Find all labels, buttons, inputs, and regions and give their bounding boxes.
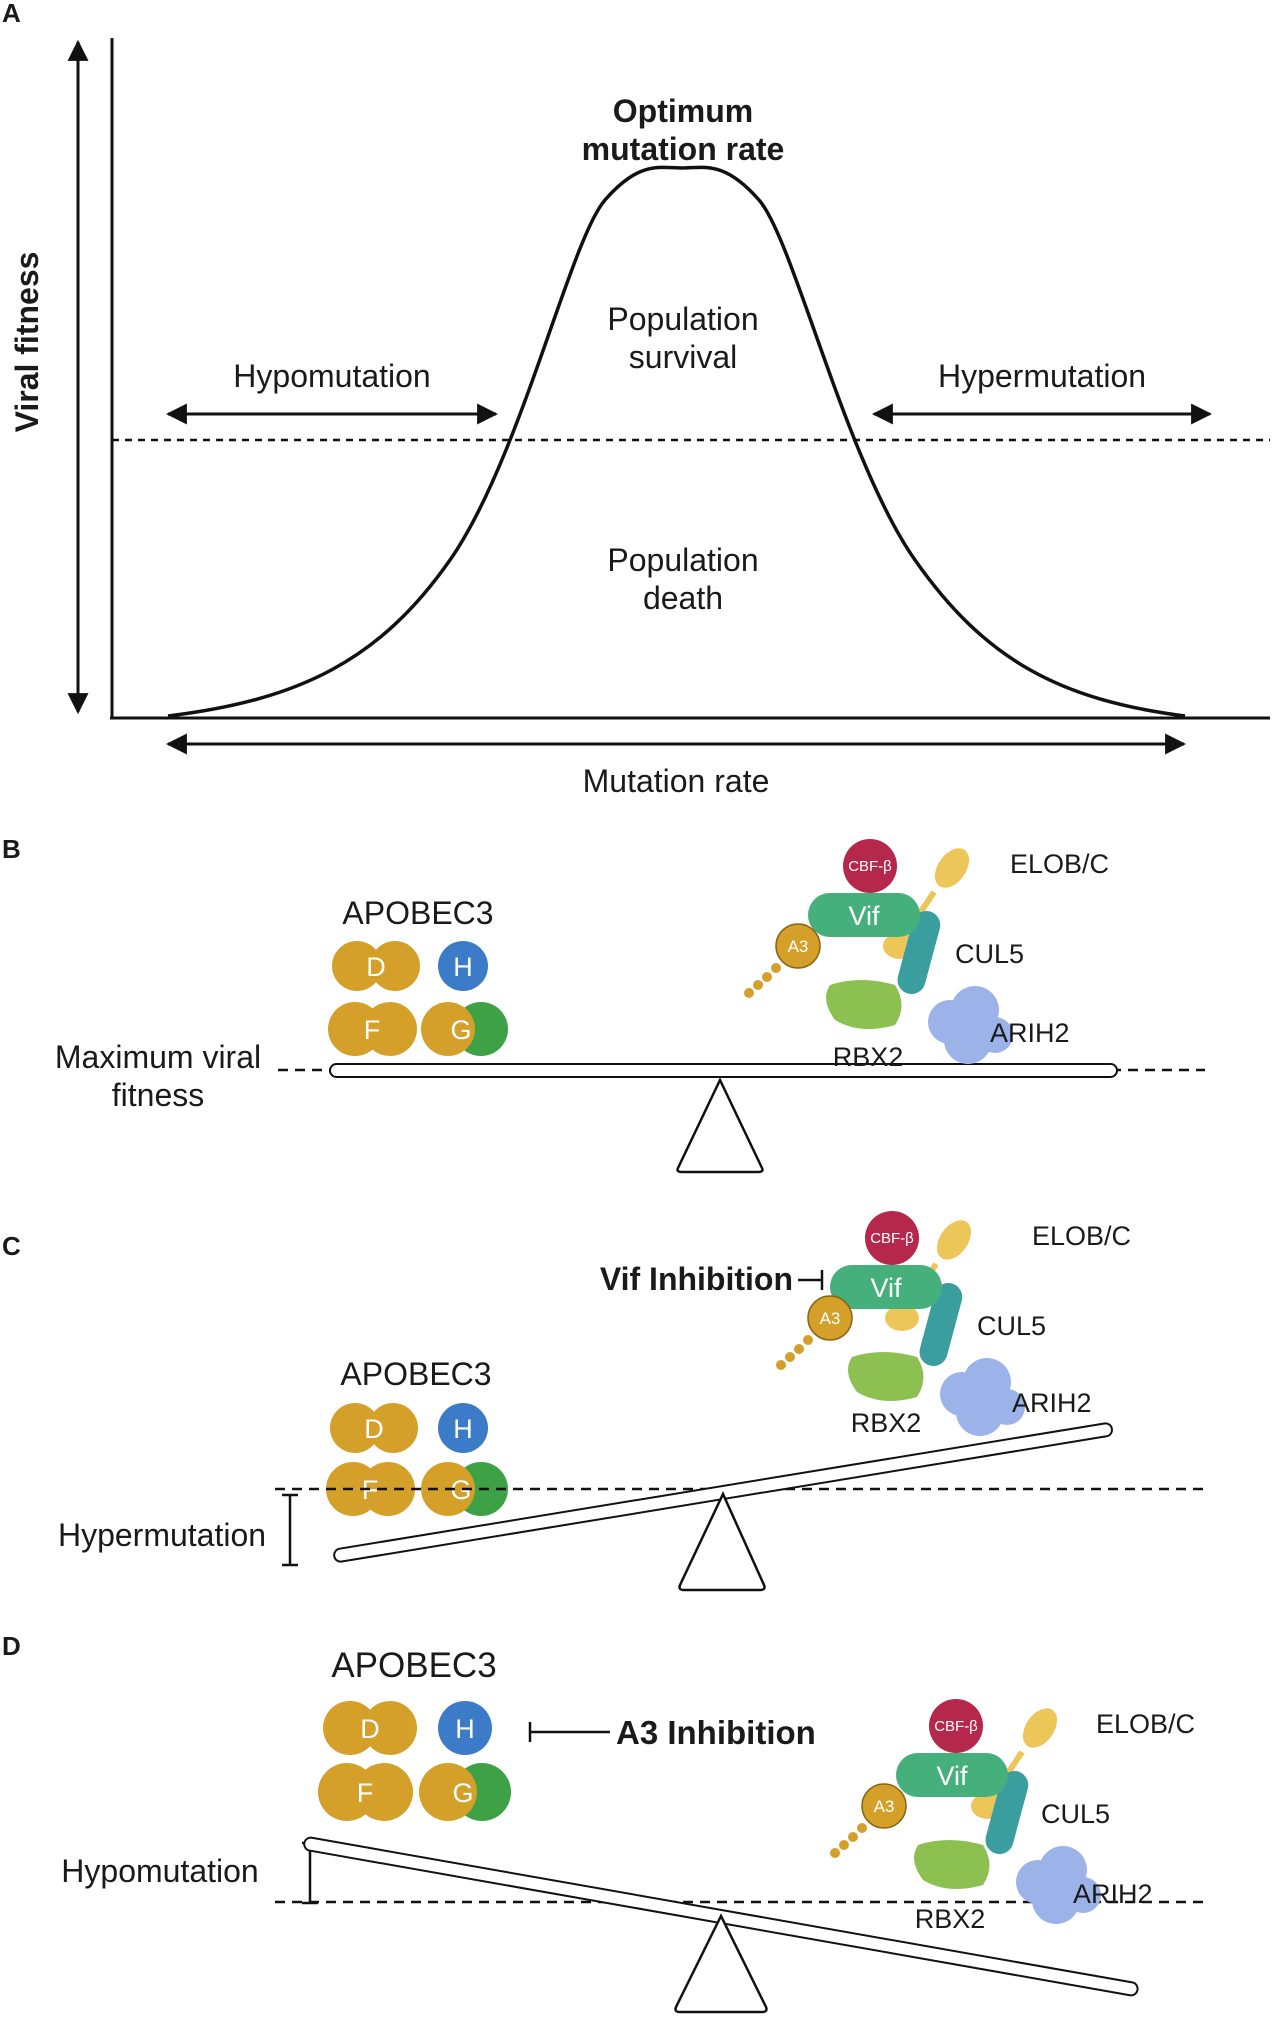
svg-text:G: G (450, 1475, 471, 1505)
svg-text:CBF-β: CBF-β (870, 1230, 914, 1247)
cbfb-protein: CBF-β (843, 839, 897, 893)
rbx2-label: RBX2 (915, 1904, 986, 1934)
vif-protein: Vif (896, 1753, 1008, 1797)
arih2-label: ARIH2 (1012, 1388, 1092, 1418)
a3-f-circle: F (326, 1462, 415, 1516)
cul5-protein (897, 910, 941, 995)
max-fitness-label-line2: fitness (112, 1077, 204, 1113)
apobec3-title: APOBEC3 (342, 895, 493, 931)
a3-h-circle: H (438, 1701, 492, 1755)
svg-text:A3: A3 (874, 1797, 895, 1816)
svg-text:Vif: Vif (870, 1273, 902, 1303)
svg-text:A3: A3 (788, 937, 809, 956)
svg-text:A3: A3 (820, 1309, 841, 1328)
svg-text:D: D (366, 952, 386, 982)
panel-b-letter: B (2, 834, 21, 864)
svg-text:Vif: Vif (848, 901, 880, 931)
panel-d: D APOBEC3 D H F G A3 Inhibition Hypomuta… (2, 1631, 1205, 2014)
arih2-label: ARIH2 (990, 1018, 1070, 1048)
svg-text:H: H (453, 952, 473, 982)
death-label-line1: Population (607, 542, 758, 578)
svg-text:D: D (360, 1714, 380, 1744)
elobc-label: ELOB/C (1096, 1709, 1195, 1739)
rbx2-protein (848, 1352, 924, 1401)
a3-inhibition-label: A3 Inhibition (616, 1714, 816, 1751)
svg-text:G: G (450, 1015, 471, 1045)
death-label-line2: death (643, 580, 723, 616)
panel-d-letter: D (2, 1631, 21, 1661)
panel-a: A Viral fitness Optimum mutation rate Po… (2, 0, 1270, 799)
elobc-label: ELOB/C (1010, 849, 1109, 879)
rbx2-protein (914, 1840, 990, 1889)
svg-text:H: H (453, 1414, 473, 1444)
survival-label-line2: survival (629, 339, 737, 375)
vif-complex: ELOB/C CUL5 ARIH2 RBX2 Vif CBF-β A3 (830, 1699, 1195, 1934)
balance-fulcrum (676, 1077, 764, 1174)
a3-substrate: A3 (830, 1783, 907, 1858)
panel-a-letter: A (2, 0, 21, 28)
rbx2-label: RBX2 (833, 1042, 904, 1072)
a3-f-circle: F (328, 1002, 417, 1056)
vif-protein: Vif (830, 1265, 942, 1309)
rbx2-protein (826, 980, 902, 1029)
a3-g-circle: G (419, 1763, 511, 1821)
balance-fulcrum (674, 1913, 768, 2014)
vif-inhibition-label: Vif Inhibition (600, 1261, 793, 1297)
x-axis-label: Mutation rate (583, 763, 770, 799)
a3-h-circle: H (438, 941, 488, 991)
apobec3-title: APOBEC3 (331, 1646, 496, 1685)
apobec3-title: APOBEC3 (340, 1356, 491, 1392)
balance-fulcrum (678, 1491, 766, 1592)
vif-protein: Vif (808, 893, 920, 937)
panel-b: B APOBEC3 D H F G Maximum viral fitness … (2, 834, 1205, 1174)
panel-c: C APOBEC3 D H F G Hypermutation Vif Inhi… (2, 1211, 1205, 1592)
arih2-protein (1016, 1846, 1101, 1924)
a3-h-circle: H (438, 1403, 488, 1453)
elobc-label: ELOB/C (1032, 1221, 1131, 1251)
cul5-label: CUL5 (955, 939, 1024, 969)
svg-text:D: D (364, 1414, 384, 1444)
svg-text:CBF-β: CBF-β (848, 858, 892, 875)
survival-label-line1: Population (607, 301, 758, 337)
svg-text:CBF-β: CBF-β (934, 1718, 978, 1735)
cul5-protein (919, 1282, 963, 1367)
svg-text:F: F (364, 1015, 381, 1045)
peak-label-line1: Optimum (613, 93, 753, 129)
a3-g-circle: G (421, 1002, 508, 1056)
a3-f-circle: F (318, 1763, 413, 1821)
cul5-label: CUL5 (1041, 1799, 1110, 1829)
hypermutation-label: Hypermutation (938, 358, 1146, 394)
vif-complex: ELOB/C CUL5 ARIH2 RBX2 Vif CBF-β A3 (776, 1211, 1131, 1438)
a3-d-circle: D (330, 1403, 418, 1453)
a3-d-circle: D (332, 941, 420, 991)
rbx2-label: RBX2 (851, 1408, 922, 1438)
hypomutation-side-label: Hypomutation (61, 1853, 258, 1889)
arih2-protein (928, 986, 1013, 1064)
hypermutation-side-label: Hypermutation (58, 1517, 266, 1553)
arih2-label: ARIH2 (1073, 1879, 1153, 1909)
svg-text:H: H (455, 1714, 475, 1744)
balance-beam (329, 1063, 1118, 1078)
a3-substrate: A3 (744, 923, 821, 998)
cbfb-protein: CBF-β (929, 1699, 983, 1753)
svg-text:G: G (452, 1778, 473, 1808)
fitness-bell-curve (167, 165, 1186, 718)
cbfb-protein: CBF-β (865, 1211, 919, 1265)
cul5-label: CUL5 (977, 1311, 1046, 1341)
vif-complex: ELOB/C CUL5 ARIH2 RBX2 Vif CBF-β A3 (744, 839, 1109, 1072)
a3-d-circle: D (323, 1701, 417, 1755)
y-axis-label: Viral fitness (9, 252, 45, 433)
cul5-protein (985, 1770, 1029, 1855)
svg-text:F: F (357, 1778, 374, 1808)
svg-text:Vif: Vif (936, 1761, 968, 1791)
arih2-protein (940, 1358, 1025, 1436)
a3-substrate: A3 (776, 1295, 853, 1370)
panel-c-letter: C (2, 1231, 21, 1261)
hypomutation-label: Hypomutation (233, 358, 430, 394)
max-fitness-label-line1: Maximum viral (55, 1039, 261, 1075)
peak-label-line2: mutation rate (582, 131, 785, 167)
